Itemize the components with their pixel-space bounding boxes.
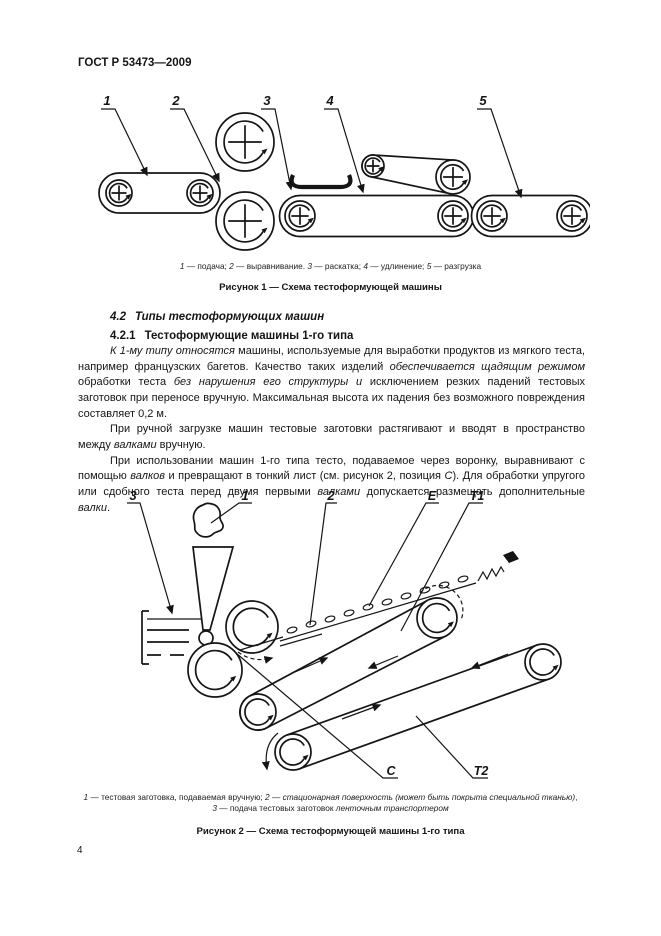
leader-line (324, 108, 365, 194)
figure2-caption-line1: 1 — тестовая заготовка, подаваемая вручн… (83, 792, 578, 802)
leader-line (170, 108, 220, 183)
fig2-levelling-rolls (187, 600, 279, 698)
leader-line (235, 652, 398, 779)
fig2-belt-t2 (274, 643, 562, 771)
roller (215, 112, 275, 172)
spring-anchor (503, 551, 519, 563)
roller (361, 154, 385, 178)
section-number: 4.2.1 (110, 330, 136, 342)
figure1-title: Рисунок 1 — Схема тестоформующей машины (219, 282, 442, 293)
fig1-levelling-rolls (215, 112, 275, 251)
fig1-label-1: 1 (103, 93, 110, 108)
roller (215, 191, 275, 251)
fig2-direction-arrows (261, 653, 509, 771)
fig1-position-labels: 1 2 3 4 5 (101, 93, 523, 199)
leader-line (477, 108, 523, 199)
body-text: К 1-му типу относятся машины, используем… (78, 344, 585, 516)
figure1-caption: 1 — подача; 2 — выравнивание. 3 — раскат… (179, 261, 482, 271)
section-heading-4-2: 4.2 Типы тестоформующих машин (78, 311, 585, 323)
roller (105, 179, 133, 207)
fig1-label-4: 4 (325, 93, 334, 108)
section-label: Типы тестоформующих машин (135, 311, 325, 323)
fig2-stationary-surface (239, 551, 519, 651)
fig2-label-c: С (386, 764, 396, 778)
leader-line (210, 502, 252, 524)
fig2-feed-bracket (141, 610, 214, 665)
figure1-diagram: 1 2 3 4 5 (98, 93, 590, 251)
paragraph-1: К 1-му типу относятся машины, используем… (78, 345, 586, 420)
roller (437, 200, 469, 232)
fig2-label-1: 1 (241, 488, 248, 503)
leader-line (101, 108, 148, 177)
paragraph-3: При использовании машин 1-го типа тесто,… (78, 454, 586, 514)
leader-line (261, 108, 294, 191)
section-heading-4-2-1: 4.2.1 Тестоформующие машины 1-го типа (78, 330, 585, 342)
leader-line (309, 502, 337, 626)
roller (556, 200, 588, 232)
fig2-position-labels: 3 1 2 Е Т1 С Т2 (127, 488, 489, 779)
fig2-label-2: 2 (326, 488, 335, 503)
fig2-label-t1: Т1 (470, 489, 485, 503)
figure2-caption-line2: 3 — подача тестовых заготовок ленточным … (212, 803, 449, 813)
leader-line (400, 502, 483, 632)
spring-zigzag (477, 565, 505, 582)
fig1-discharge-conveyor (470, 194, 590, 238)
roller (187, 642, 243, 698)
leader-line (415, 715, 488, 779)
leader-line (127, 502, 174, 615)
section-label: Тестоформующие машины 1-го типа (144, 330, 354, 342)
roller (476, 200, 508, 232)
standard-number-header: ГОСТ Р 53473—2009 (78, 57, 192, 69)
fig1-label-5: 5 (479, 93, 487, 108)
transfer-path-dashed (419, 584, 464, 621)
fig1-label-2: 2 (171, 93, 180, 108)
roller (186, 179, 214, 207)
exit-arrow (261, 732, 279, 771)
fig1-elongation-conveyor (361, 154, 471, 195)
figure2-diagram: 3 1 2 Е Т1 С Т2 (127, 488, 562, 779)
page-number: 4 (77, 845, 83, 856)
paragraph-2: При ручной загрузке машин тестовые загот… (78, 423, 585, 451)
dough-piece (192, 502, 224, 538)
figure2-caption: 1 — тестовая заготовка, подаваемая вручн… (20, 792, 641, 814)
figure2-title: Рисунок 2 — Схема тестоформующей машины … (196, 826, 465, 837)
roller (435, 159, 471, 195)
fig2-label-3: 3 (129, 488, 137, 503)
fig2-label-t2: Т2 (474, 764, 489, 778)
roller (284, 200, 316, 232)
roller (274, 733, 312, 771)
nip-exit-dashed (237, 651, 274, 664)
roller (524, 643, 562, 681)
trough-plate (289, 174, 353, 190)
fig2-label-e: Е (428, 489, 437, 503)
roller (239, 693, 277, 731)
leader-line (368, 502, 439, 607)
roller (225, 600, 279, 654)
roller (416, 597, 458, 639)
fig1-label-3: 3 (263, 93, 271, 108)
fig1-feed-conveyor (98, 172, 221, 214)
section-number: 4.2 (110, 311, 126, 323)
fig2-hopper (192, 502, 235, 646)
fig2-belt-t1 (239, 584, 464, 731)
